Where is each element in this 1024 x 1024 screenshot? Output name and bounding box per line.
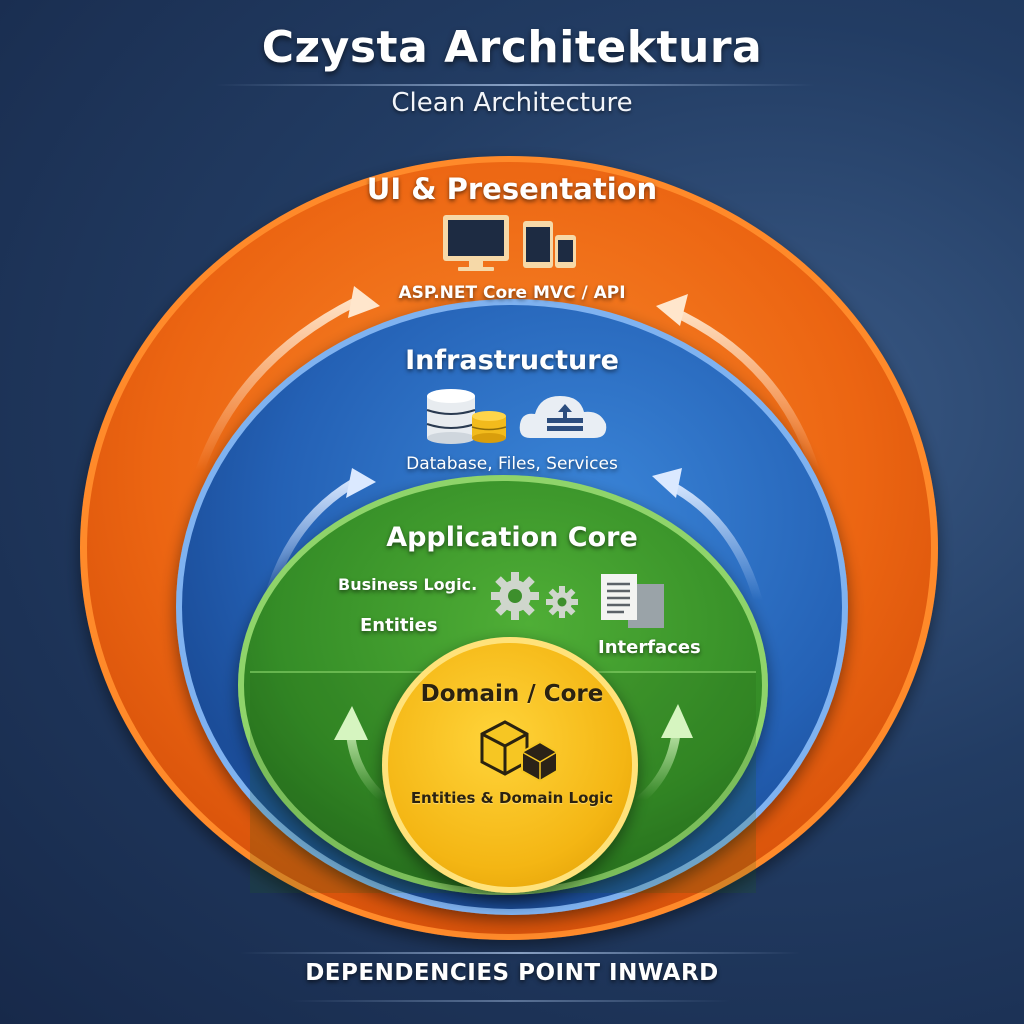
dependency-arrow-app-right <box>635 704 693 805</box>
dependency-arrow-infra-right <box>652 468 763 605</box>
layer-infrastructure-caption: Database, Files, Services <box>406 454 618 474</box>
layer-ui-title: UI & Presentation <box>366 172 658 206</box>
dependency-arrow-app-left <box>334 706 390 805</box>
footer-divider-top <box>240 952 800 954</box>
layer-infrastructure-title: Infrastructure <box>405 345 619 376</box>
application-item-interfaces: Interfaces <box>598 637 701 658</box>
desktop-monitor-icon <box>443 215 509 271</box>
application-item-entities: Entities <box>360 615 438 636</box>
layer-ui-caption: ASP.NET Core MVC / API <box>398 283 626 303</box>
cubes-icon <box>480 720 558 783</box>
layer-domain-caption: Entities & Domain Logic <box>410 789 614 807</box>
gears-icon <box>491 572 578 620</box>
phone-icon <box>555 235 576 268</box>
footer-caption: DEPENDENCIES POINT INWARD <box>305 960 719 986</box>
cloud-upload-icon <box>519 396 607 438</box>
page-subtitle: Clean Architecture <box>391 88 633 118</box>
database-icon <box>426 389 507 444</box>
tablet-icon <box>523 221 553 268</box>
footer-divider-bottom <box>290 1000 730 1002</box>
application-item-business-logic: Business Logic. <box>338 575 478 594</box>
layer-domain-title: Domain / Core <box>420 681 604 707</box>
dependency-arrow-ui-right <box>656 294 820 475</box>
layer-application-title: Application Core <box>386 522 638 553</box>
documents-icon <box>601 574 664 628</box>
title-divider <box>215 84 815 86</box>
page-title: Czysta Architektura <box>261 22 763 73</box>
dependency-arrow-ui-left <box>195 286 380 475</box>
